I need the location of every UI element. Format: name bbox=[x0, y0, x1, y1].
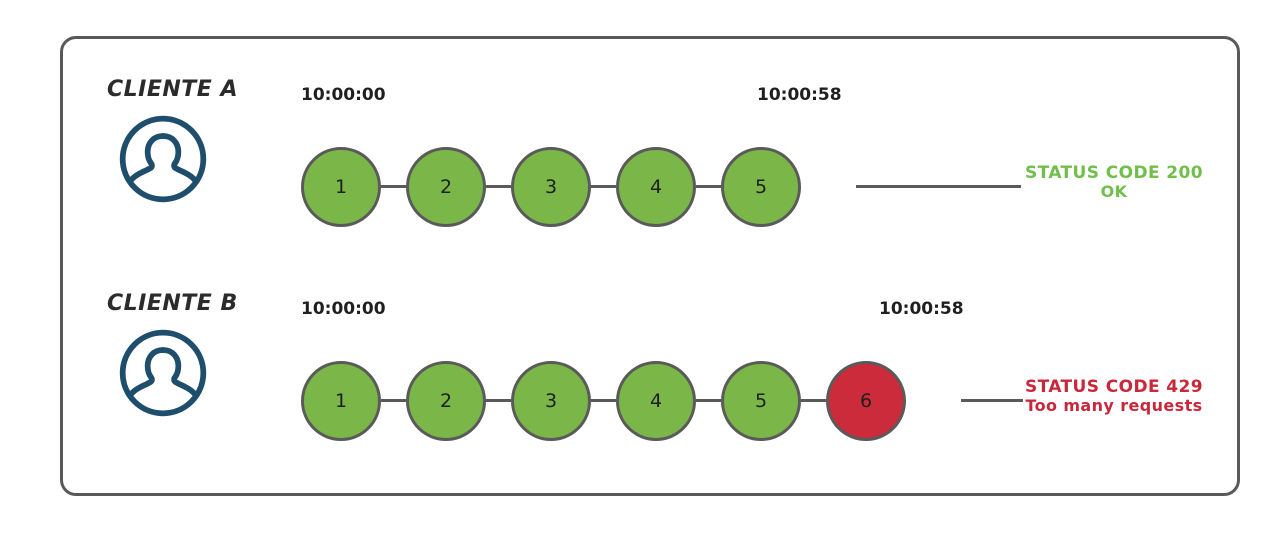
timestamp-end: 10:00:58 bbox=[757, 85, 842, 105]
request-node-1[interactable]: 1 bbox=[301, 147, 381, 227]
request-node-2[interactable]: 2 bbox=[406, 361, 486, 441]
status-code-text: STATUS CODE 429 bbox=[1025, 377, 1203, 397]
connector-line bbox=[696, 185, 721, 188]
connector-line bbox=[486, 399, 511, 402]
request-node[interactable]: 1 bbox=[301, 361, 381, 441]
request-node-2[interactable]: 2 bbox=[406, 147, 486, 227]
request-node[interactable]: 6 bbox=[826, 361, 906, 441]
request-node-5[interactable]: 5 bbox=[721, 147, 801, 227]
user-avatar-icon bbox=[115, 111, 211, 207]
status-badge-cliente-b: STATUS CODE 429 Too many requests bbox=[1025, 377, 1203, 416]
request-node[interactable]: 2 bbox=[406, 147, 486, 227]
status-message-text: Too many requests bbox=[1025, 396, 1203, 416]
status-message-text: OK bbox=[1100, 182, 1128, 202]
tail-connector-line bbox=[856, 185, 1021, 188]
connector-line bbox=[381, 185, 406, 188]
status-code-text: STATUS CODE 200 bbox=[1025, 163, 1203, 183]
request-node[interactable]: 1 bbox=[301, 147, 381, 227]
connector-line bbox=[801, 399, 826, 402]
timestamp-start: 10:00:00 bbox=[301, 85, 386, 105]
request-node[interactable]: 3 bbox=[511, 361, 591, 441]
client-label-cliente-b: CLIENTE B bbox=[107, 291, 238, 316]
request-node[interactable]: 5 bbox=[721, 147, 801, 227]
request-node-6[interactable]: 6 bbox=[826, 361, 906, 441]
connector-line bbox=[591, 185, 616, 188]
request-node-4[interactable]: 4 bbox=[616, 147, 696, 227]
connector-line bbox=[486, 185, 511, 188]
request-node-3[interactable]: 3 bbox=[511, 147, 591, 227]
request-node[interactable]: 4 bbox=[616, 147, 696, 227]
status-badge-cliente-a: STATUS CODE 200 OK bbox=[1025, 163, 1203, 202]
user-avatar-icon bbox=[115, 325, 211, 421]
client-label-cliente-a: CLIENTE A bbox=[107, 77, 239, 102]
tail-connector-line bbox=[961, 399, 1023, 402]
request-node[interactable]: 4 bbox=[616, 361, 696, 441]
request-node[interactable]: 3 bbox=[511, 147, 591, 227]
connector-line bbox=[381, 399, 406, 402]
request-node-5[interactable]: 5 bbox=[721, 361, 801, 441]
request-node-3[interactable]: 3 bbox=[511, 361, 591, 441]
request-node[interactable]: 2 bbox=[406, 361, 486, 441]
connector-line bbox=[696, 399, 721, 402]
request-node-4[interactable]: 4 bbox=[616, 361, 696, 441]
timestamp-end: 10:00:58 bbox=[879, 299, 964, 319]
request-node-1[interactable]: 1 bbox=[301, 361, 381, 441]
connector-line bbox=[591, 399, 616, 402]
request-node[interactable]: 5 bbox=[721, 361, 801, 441]
timestamp-start: 10:00:00 bbox=[301, 299, 386, 319]
